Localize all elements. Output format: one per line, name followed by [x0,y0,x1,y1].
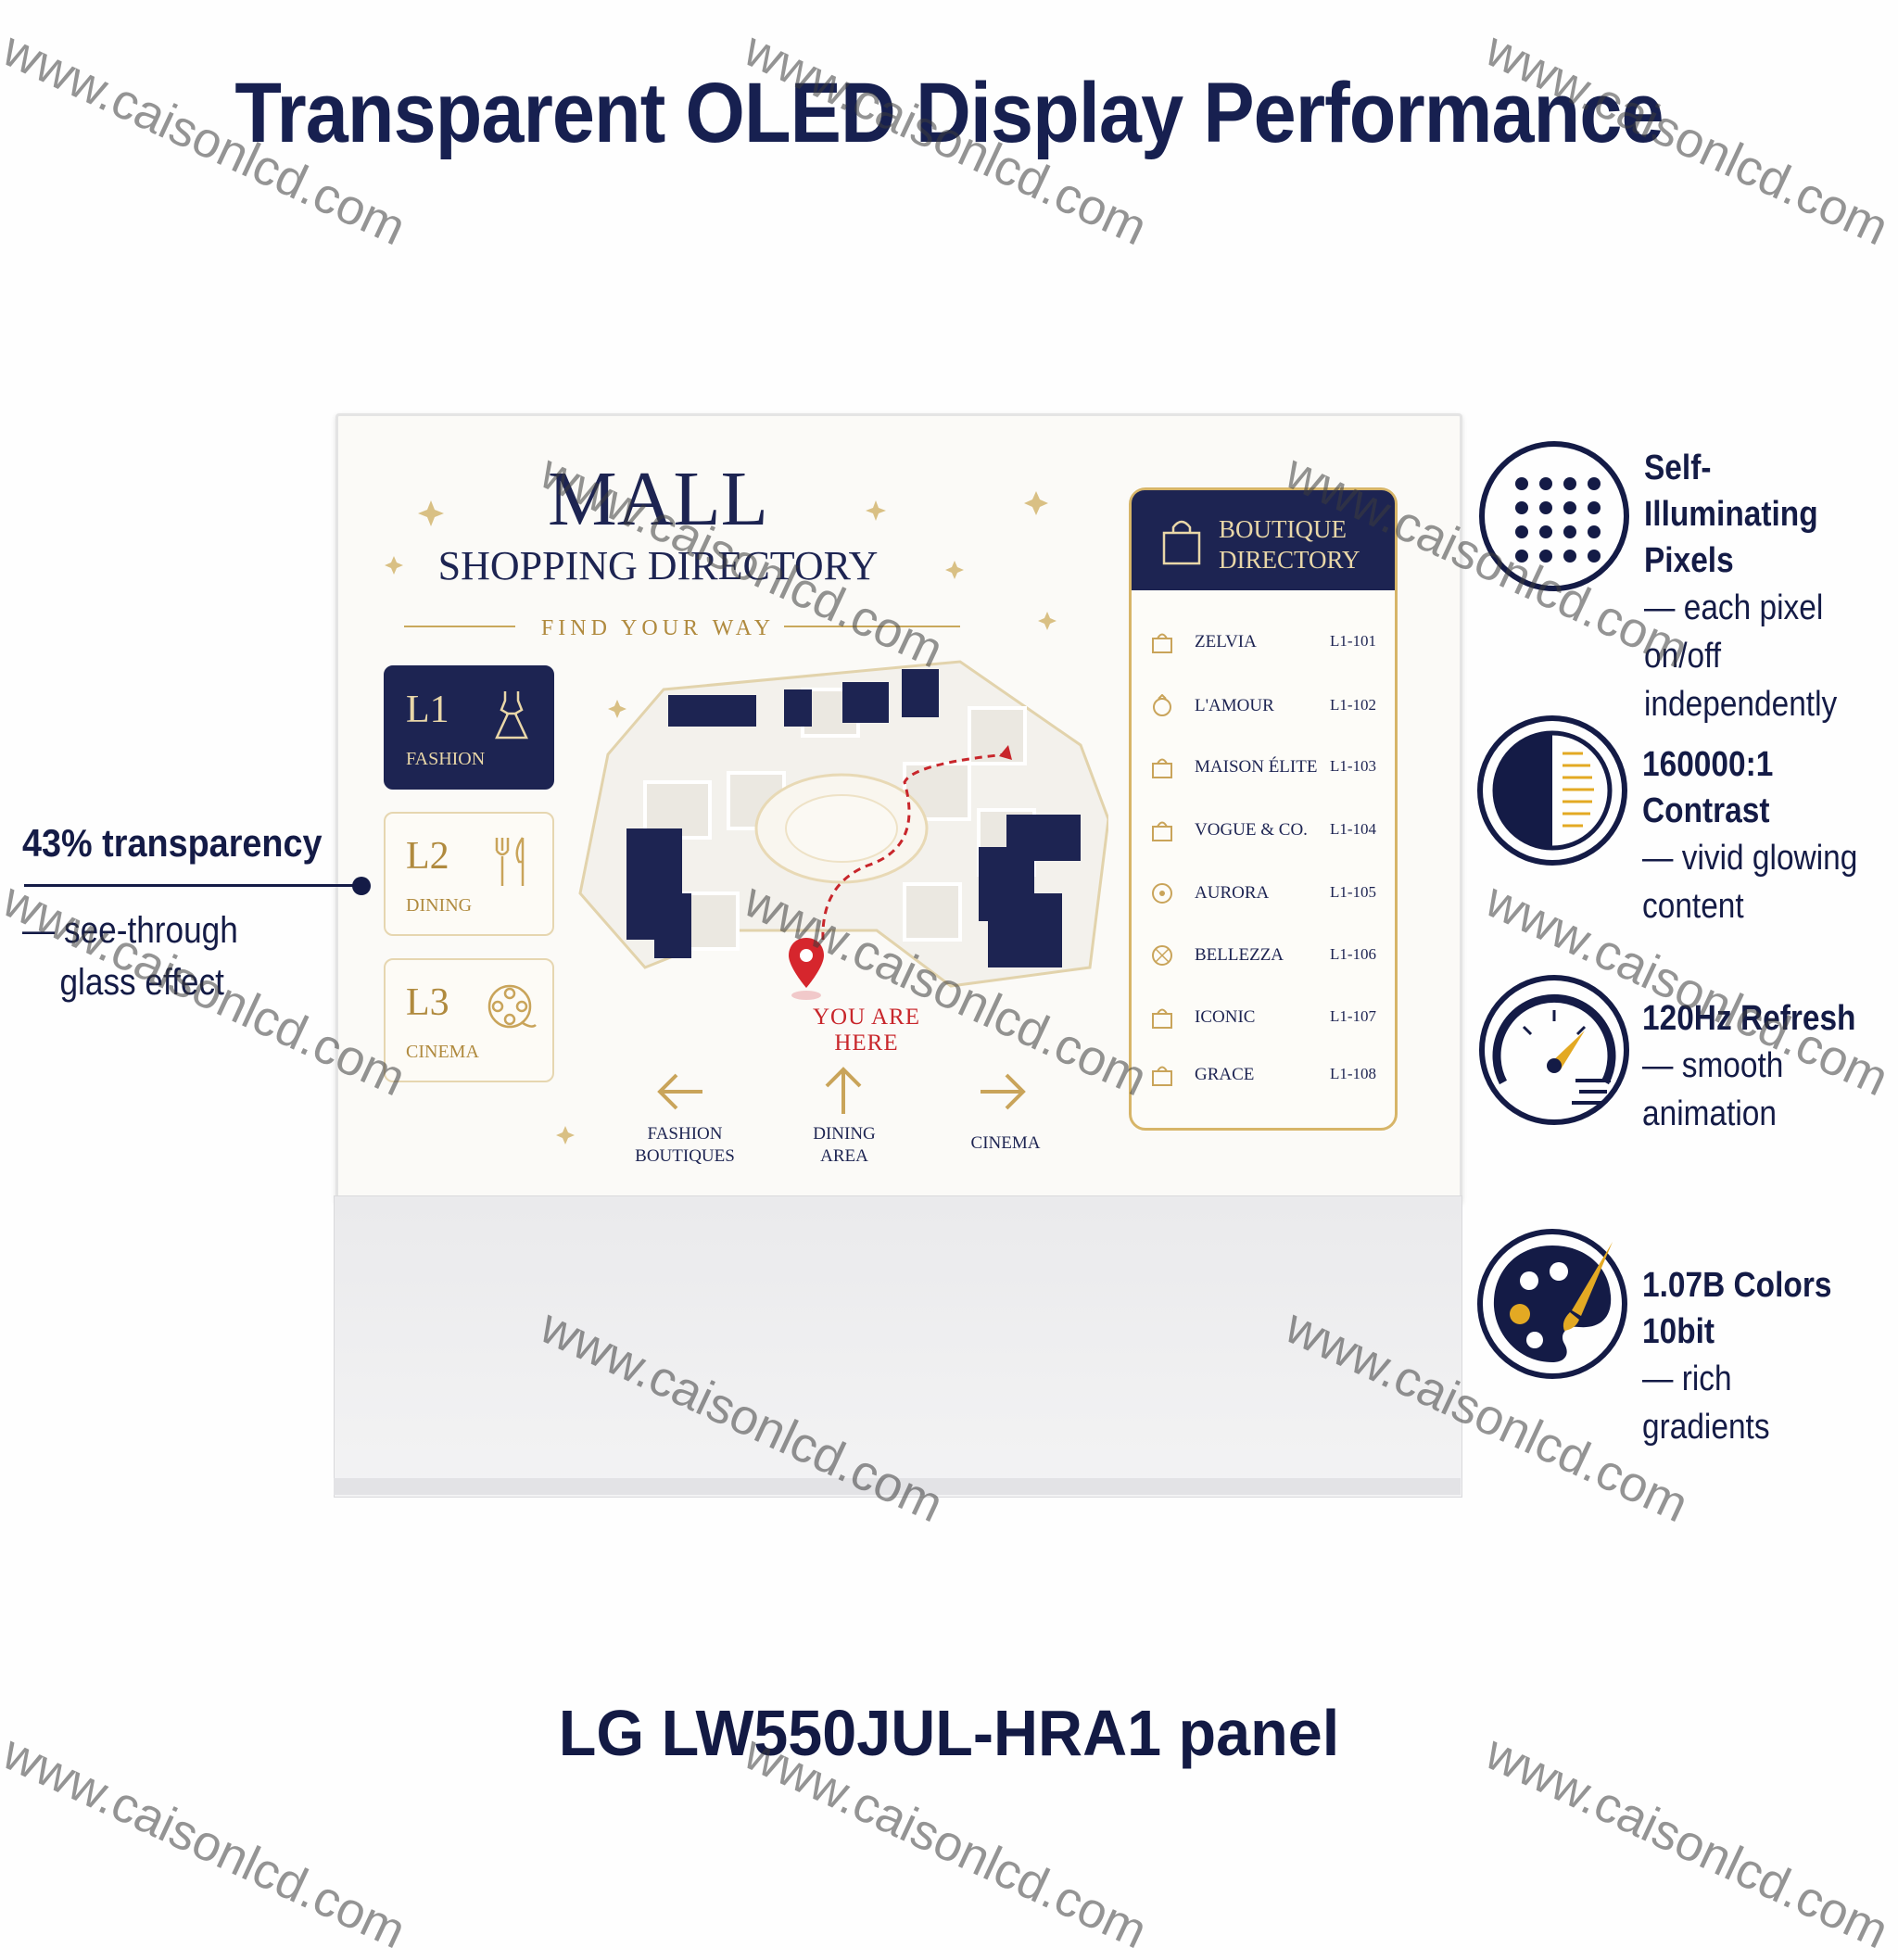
store-name: VOGUE & CO. [1195,820,1308,840]
directory-row[interactable]: L'AMOUR L1-102 [1150,689,1382,726]
arrow-up-icon[interactable] [816,1062,871,1118]
arrow-label-line1: FASHION [647,1124,723,1144]
store-code: L1-101 [1329,632,1376,650]
feature-title-line2: Pixels [1644,541,1734,580]
feature-sub-line1: — each pixel on/off [1644,588,1824,676]
store-code: L1-107 [1329,1007,1376,1025]
fork-knife-icon [495,837,525,886]
store-bag-icon [1152,1066,1172,1086]
level-card-l2[interactable]: L2 DINING [384,812,554,936]
directory-header: BOUTIQUE DIRECTORY [1132,490,1395,590]
directory-row[interactable]: GRACE L1-108 [1150,1057,1382,1094]
store-bag-icon [1152,633,1172,653]
panel-model-label: LG LW550JUL-HRA1 panel [558,1697,1340,1769]
directory-row[interactable]: ZELVIA L1-101 [1150,625,1382,662]
arrow-label-line2: AREA [820,1146,868,1166]
level-number: L2 [406,835,449,878]
arrow-label-line1: DINING [813,1124,876,1144]
level-card-l3[interactable]: L3 CINEMA [384,958,554,1082]
arrow-label-line2: BOUTIQUES [635,1146,735,1166]
transparency-callout-description: — see-through glass effect [22,904,238,1008]
feature-title-line1: 120Hz Refresh [1642,999,1856,1038]
you-are-here-label: YOU ARE HERE [812,1005,921,1056]
arrow-label-cinema: CINEMA [927,1132,1084,1155]
shopping-bag-icon [1162,520,1201,565]
directory-row[interactable]: BELLEZZA L1-106 [1150,938,1382,975]
feature-sub-line1: — rich gradients [1642,1359,1770,1447]
store-bag-icon [1152,1008,1172,1029]
feature-title-line1: Self-Illuminating [1644,449,1818,534]
display-stand-edge [334,1478,1461,1495]
store-name: GRACE [1195,1065,1255,1084]
store-code: L1-103 [1329,757,1376,775]
store-name: MAISON ÉLITE [1195,757,1318,777]
transparency-callout-title: 43% transparency [22,821,323,865]
store-code: L1-104 [1329,820,1376,838]
feature-sub-line1: — vivid glowing [1642,839,1858,878]
level-card-l1[interactable]: L1 FASHION [384,665,554,790]
speedometer-icon [1479,975,1629,1125]
callout-dot [352,877,371,895]
feature-sub-line2: content [1642,887,1744,926]
store-ring-icon [1153,694,1171,716]
arrow-right-icon[interactable] [975,1064,1031,1119]
film-reel-icon [487,984,537,1029]
feature-sub-line1: — smooth [1642,1046,1784,1085]
level-name: FASHION [406,749,486,769]
pixel-grid-icon [1479,441,1629,591]
store-code: L1-102 [1329,696,1376,714]
level-name: CINEMA [406,1042,479,1062]
feature-self-illuminating: Self-Illuminating Pixels — each pixel on… [1644,445,1898,728]
store-name: ZELVIA [1195,632,1257,651]
directory-title: BOUTIQUE DIRECTORY [1219,514,1360,575]
store-code: L1-105 [1329,883,1376,901]
feature-contrast: 160000:1 Contrast — vivid glowing conten… [1642,741,1898,930]
shopping-directory-heading: SHOPPING DIRECTORY [437,543,879,588]
directory-row[interactable]: AURORA L1-105 [1150,876,1382,913]
store-name: BELLEZZA [1195,945,1284,965]
directory-row[interactable]: VOGUE & CO. L1-104 [1150,813,1382,850]
feature-refresh: 120Hz Refresh — smooth animation [1642,995,1885,1138]
directory-row[interactable]: ICONIC L1-107 [1150,1000,1382,1037]
mall-heading: MALL [548,456,768,542]
callout-line [24,884,360,887]
level-number: L3 [406,981,449,1024]
arrow-label-dining: DINING AREA [766,1123,923,1168]
divider-left [404,626,515,627]
directory-row[interactable]: MAISON ÉLITE L1-103 [1150,750,1382,787]
palette-icon [1477,1229,1627,1379]
store-name: ICONIC [1195,1007,1256,1027]
store-flower-icon [1152,883,1172,904]
callout-line1: — see-through [22,910,238,951]
directory-title-line2: DIRECTORY [1219,546,1360,574]
callout-line2: glass effect [59,962,224,1003]
arrow-left-icon[interactable] [652,1064,708,1119]
feature-colors: 1.07B Colors 10bit — rich gradients [1642,1262,1898,1451]
store-name: AURORA [1195,883,1270,903]
feature-title-line1: 1.07B Colors 10bit [1642,1266,1832,1351]
contrast-icon [1477,715,1627,866]
arrow-label-fashion: FASHION BOUTIQUES [606,1123,764,1168]
store-flower-icon [1152,945,1172,966]
dress-icon [495,691,528,740]
location-pin-icon [789,938,824,1000]
store-code: L1-108 [1329,1065,1376,1082]
mall-floor-map [578,660,1108,988]
store-name: L'AMOUR [1195,696,1274,715]
feature-sub-line2: animation [1642,1094,1777,1133]
level-name: DINING [406,895,473,916]
directory-title-line1: BOUTIQUE [1219,515,1347,543]
divider-right [784,626,960,627]
arrow-label-line1: CINEMA [970,1133,1041,1153]
store-code: L1-106 [1329,945,1376,963]
find-your-way-label: FIND YOUR WAY [540,616,776,640]
boutique-directory-panel: BOUTIQUE DIRECTORY ZELVIA L1-101 L'AMOUR… [1129,487,1398,1131]
feature-sub-line2: independently [1644,685,1838,724]
feature-title-line1: 160000:1 Contrast [1642,745,1774,830]
display-stand-base [334,1195,1462,1498]
store-bag-icon [1152,821,1172,841]
level-number: L1 [406,689,449,731]
store-bag-icon [1152,758,1172,778]
page-title: Transparent OLED Display Performance [234,66,1664,160]
